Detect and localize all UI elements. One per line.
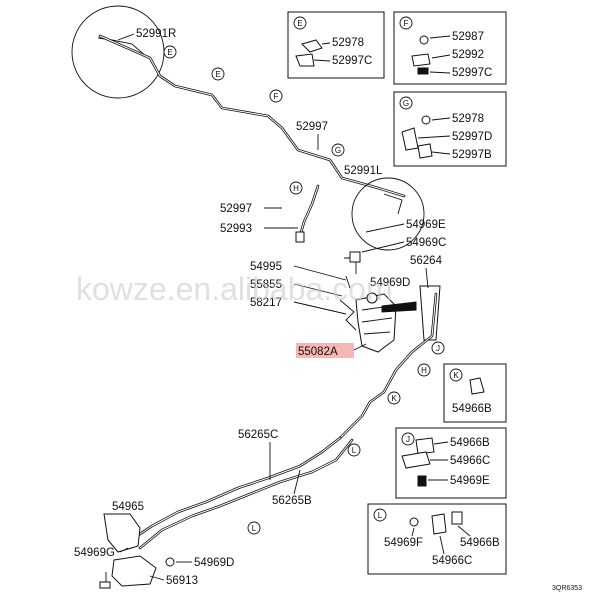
label-54965: 54965	[112, 501, 144, 513]
inset-G: G 52978 52997D 52997B	[393, 91, 507, 167]
svg-text:54969E: 54969E	[406, 219, 446, 231]
svg-text:52992: 52992	[452, 49, 484, 61]
label-54969C: 54969C	[361, 237, 446, 253]
svg-text:55082A: 55082A	[298, 346, 338, 358]
label-52997-hose: 52997	[220, 203, 282, 215]
svg-text:52993: 52993	[220, 223, 252, 235]
callout-H1: H	[289, 181, 303, 195]
svg-text:52997C: 52997C	[452, 67, 492, 79]
svg-text:54969D: 54969D	[370, 277, 410, 289]
inset-F: F 52987 52992 52997C	[393, 11, 507, 85]
svg-text:L: L	[352, 446, 357, 455]
svg-text:L: L	[378, 511, 383, 520]
svg-text:L: L	[252, 524, 257, 533]
svg-text:K: K	[391, 394, 397, 403]
svg-text:52997D: 52997D	[452, 131, 492, 143]
callout-F: F	[269, 89, 283, 103]
right-backing-plate	[351, 177, 425, 251]
svg-text:54966C: 54966C	[450, 455, 490, 467]
svg-text:52997: 52997	[220, 203, 252, 215]
svg-text:54969D: 54969D	[194, 557, 234, 569]
label-52991L: 52991L	[344, 165, 383, 177]
rear-brake-pipe-upper	[98, 34, 406, 198]
svg-text:52987: 52987	[452, 31, 484, 43]
svg-text:52991R: 52991R	[136, 28, 176, 40]
callout-L2: L	[247, 521, 261, 535]
svg-text:52978: 52978	[332, 37, 364, 49]
svg-text:54969G: 54969G	[74, 547, 115, 559]
callout-E2: E	[211, 67, 225, 81]
inset-J: J 54966B 54966C 54969E	[395, 427, 507, 499]
svg-text:54966B: 54966B	[460, 537, 500, 549]
label-56264: 56264	[410, 255, 443, 289]
svg-text:54966B: 54966B	[450, 437, 490, 449]
svg-text:H: H	[293, 184, 299, 193]
svg-text:J: J	[406, 435, 410, 444]
svg-text:52978: 52978	[452, 113, 484, 125]
svg-text:56265C: 56265C	[238, 429, 278, 441]
callout-H2: H	[417, 363, 431, 377]
svg-text:E: E	[167, 48, 172, 57]
svg-text:K: K	[453, 371, 459, 380]
lower-left-assembly	[99, 513, 175, 589]
brake-pipe-lower	[132, 436, 354, 550]
diagram-code: 3QR6353	[552, 585, 582, 592]
svg-text:54966B: 54966B	[452, 403, 492, 415]
label-55855: 55855	[250, 279, 343, 297]
rear-wheel-backing-plate	[71, 5, 165, 99]
label-52991R: 52991R	[117, 28, 176, 41]
brake-pipe-56264	[338, 292, 438, 440]
watermark-text: kowze.en.alibaba.com	[76, 271, 393, 307]
svg-text:56913: 56913	[166, 575, 198, 587]
svg-text:56264: 56264	[410, 255, 443, 267]
label-52993: 52993	[220, 223, 298, 235]
label-54995: 54995	[250, 261, 347, 281]
label-55082A: 55082A	[296, 343, 367, 358]
inset-L: L 54969F 54966B 54966C	[367, 503, 507, 575]
flex-hose-52993	[295, 184, 320, 243]
svg-text:E: E	[297, 19, 302, 28]
inset-E: E 52978 52997C	[287, 11, 385, 79]
svg-text:56265B: 56265B	[272, 495, 312, 507]
svg-text:55855: 55855	[250, 279, 282, 291]
inset-K: K 54966B	[443, 363, 507, 423]
svg-text:G: G	[335, 146, 341, 155]
label-54969E: 54969E	[365, 219, 446, 233]
label-56913: 56913	[149, 575, 198, 587]
svg-text:58217: 58217	[250, 297, 282, 309]
svg-text:F: F	[274, 92, 279, 101]
callout-L1: L	[347, 443, 361, 457]
svg-text:54995: 54995	[250, 261, 282, 273]
label-54969G: 54969G	[74, 547, 129, 559]
svg-text:E: E	[215, 70, 220, 79]
svg-text:F: F	[404, 19, 409, 28]
svg-text:52997B: 52997B	[452, 149, 492, 161]
svg-text:52997C: 52997C	[332, 55, 372, 67]
svg-text:54969C: 54969C	[406, 237, 446, 249]
callout-G: G	[331, 143, 345, 157]
svg-text:54965: 54965	[112, 501, 144, 513]
label-54969D: 54969D	[370, 277, 410, 289]
label-58217: 58217	[250, 297, 347, 315]
svg-text:52997: 52997	[296, 121, 328, 133]
svg-text:H: H	[421, 366, 427, 375]
svg-text:J: J	[436, 344, 440, 353]
svg-text:54969F: 54969F	[384, 537, 423, 549]
callout-J: J	[431, 341, 445, 355]
svg-text:52991L: 52991L	[344, 165, 383, 177]
callout-K: K	[387, 391, 401, 405]
svg-text:54969E: 54969E	[450, 475, 490, 487]
callout-E1: E	[163, 45, 177, 59]
svg-text:54966C: 54966C	[432, 555, 472, 567]
label-56265C: 56265C	[238, 429, 278, 480]
label-54969D-lower: 54969D	[176, 557, 234, 569]
label-52997: 52997	[296, 121, 328, 150]
label-56265B: 56265B	[272, 469, 312, 507]
svg-text:G: G	[403, 99, 409, 108]
proportioning-valve-assembly	[339, 251, 441, 353]
